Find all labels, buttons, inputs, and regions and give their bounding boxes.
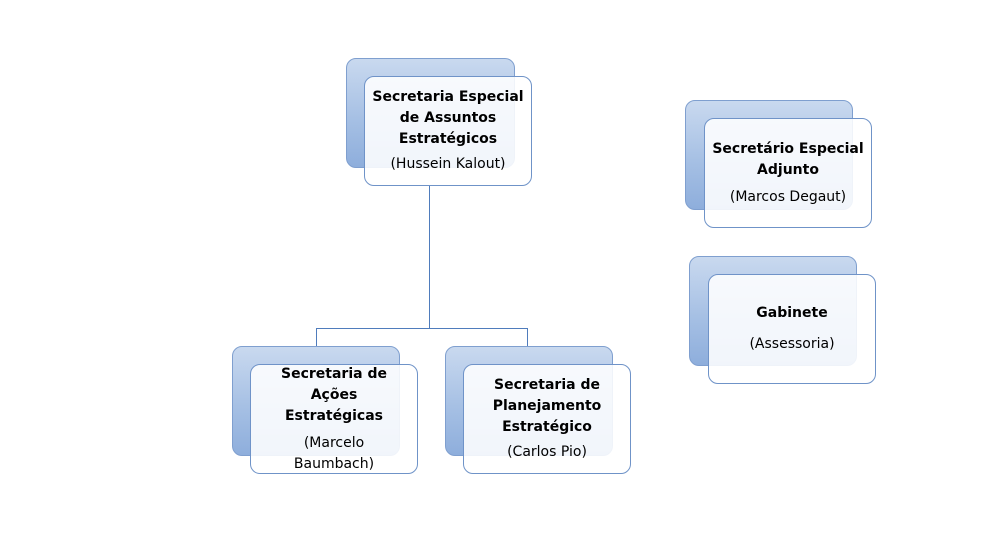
node-box: Secretaria Especial de Assuntos Estratég… (364, 76, 532, 186)
node-title: Secretário Especial Adjunto (712, 140, 864, 178)
node-box: Secretaria de Planejamento Estratégico (… (463, 364, 631, 474)
node-subtitle: (Marcelo Baumbach) (293, 434, 375, 472)
node-box: Gabinete (Assessoria) (708, 274, 876, 384)
node-title: Secretaria Especial de Assuntos Estratég… (372, 89, 524, 147)
node-box: Secretário Especial Adjunto (Marcos Dega… (704, 118, 872, 228)
node-title: Secretaria de Ações Estratégicas (281, 365, 387, 424)
node-subtitle: (Hussein Kalout) (390, 156, 506, 172)
connector-acoes-vertical (316, 328, 317, 348)
node-title: Gabinete (756, 305, 828, 321)
node-subtitle: (Marcos Degaut) (729, 188, 847, 205)
connector-planejamento-vertical (527, 328, 528, 348)
node-subtitle: (Assessoria) (749, 336, 835, 352)
node-subtitle: (Carlos Pio) (507, 444, 587, 460)
connector-horizontal (316, 328, 528, 329)
connector-root-vertical (429, 186, 430, 328)
node-box: Secretaria de Ações Estratégicas (Marcel… (250, 364, 418, 474)
node-title: Secretaria de Planejamento Estratégico (492, 377, 602, 435)
